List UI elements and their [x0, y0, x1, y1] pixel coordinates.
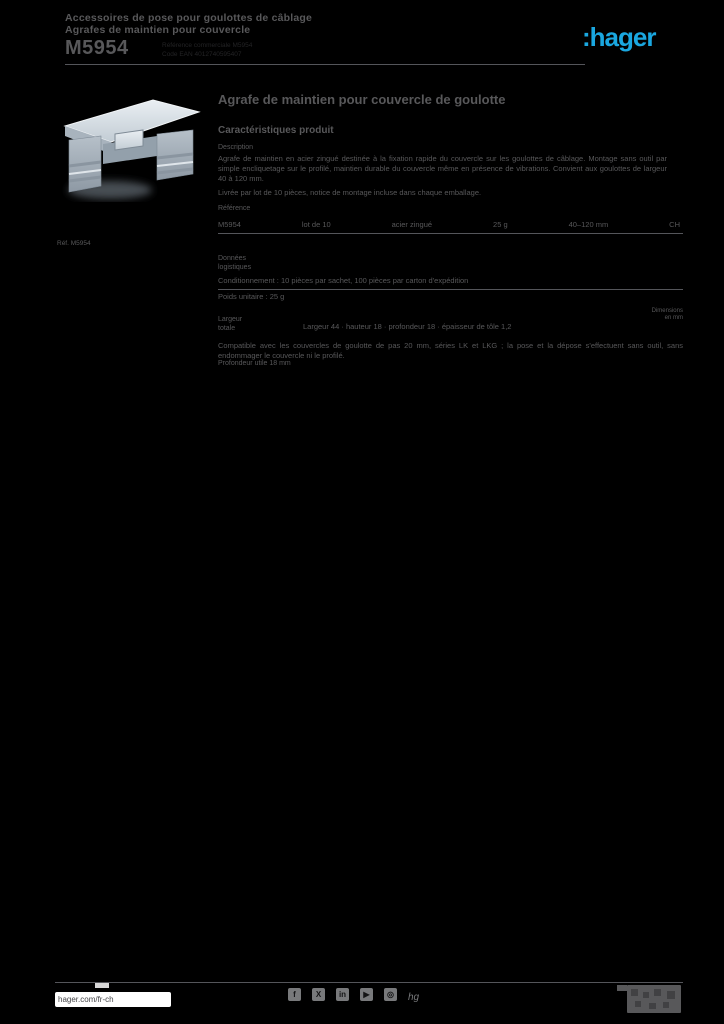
header-title-line1: Accessoires de pose pour goulottes de câ… — [65, 12, 313, 24]
instagram-icon[interactable]: ◎ — [384, 988, 397, 1001]
footer-rule — [55, 982, 683, 983]
qr-module — [643, 992, 649, 998]
reference-label: Référence — [218, 205, 251, 212]
qr-module — [631, 989, 638, 996]
hager-logo: :hager — [582, 22, 656, 52]
dimension-label-2: totale — [218, 325, 236, 332]
header-meta-line1: Référence commerciale M5954 — [162, 42, 253, 49]
header-meta-line2: Code EAN 4012740595407 — [162, 51, 242, 58]
product-photo-metal-clip — [63, 99, 201, 199]
value-item: CH — [669, 220, 680, 229]
logistics-label-2: logistiques — [218, 264, 252, 271]
section-divider — [218, 233, 683, 234]
logistics-row-1: Conditionnement : 10 pièces par sachet, … — [218, 276, 469, 285]
product-image-caption: Réf. M5954 — [57, 240, 91, 247]
header-reference: M5954 — [65, 37, 129, 59]
logistics-divider — [218, 289, 683, 290]
dimension-label-1: Largeur — [218, 316, 243, 323]
section-heading: Caractéristiques produit — [218, 125, 334, 136]
clip-center-tab — [114, 129, 144, 151]
description-label: Description — [218, 144, 254, 151]
dimension-row-2: Compatible avec les couvercles de goulot… — [218, 341, 683, 360]
page-title: Agrafe de maintien pour couvercle de gou… — [218, 92, 506, 107]
website-link[interactable]: hager.com/fr-ch — [55, 992, 171, 1007]
value-item: lot de 10 — [301, 220, 331, 229]
qr-module — [663, 1002, 669, 1008]
website-text: hager.com/fr-ch — [58, 995, 114, 1004]
value-item: acier zingué — [391, 220, 433, 229]
signature-mark: hg — [408, 992, 420, 1003]
linkedin-icon[interactable]: in — [336, 988, 349, 1001]
note-text: Livrée par lot de 10 pièces, notice de m… — [218, 188, 482, 197]
value-item: M5954 — [218, 220, 241, 229]
youtube-icon[interactable]: ▶ — [360, 988, 373, 1001]
x-twitter-icon[interactable]: X — [312, 988, 325, 1001]
value-item: 25 g — [493, 220, 508, 229]
value-item: 40–120 mm — [568, 220, 609, 229]
header-title-line2: Agrafes de maintien pour couvercle — [65, 24, 251, 36]
qr-notch — [617, 985, 627, 991]
units-note-line1: Dimensions — [651, 308, 683, 314]
qr-module — [654, 989, 661, 996]
qr-code — [627, 985, 681, 1013]
logistics-row-2: Poids unitaire : 25 g — [218, 292, 285, 301]
dimension-row-1: Largeur 44 · hauteur 18 · profondeur 18 … — [303, 322, 512, 331]
footer-tab — [95, 983, 109, 988]
qr-module — [667, 991, 675, 999]
dimension-row-3: Profondeur utile 18 mm — [218, 360, 291, 367]
units-note-line2: en mm — [664, 315, 683, 321]
qr-module — [635, 1001, 641, 1007]
qr-module — [649, 1003, 656, 1009]
header-rule — [65, 64, 585, 65]
social-icons-row: f X in ▶ ◎ hg — [288, 988, 420, 1003]
units-note: Dimensions en mm — [630, 308, 683, 322]
value-row: M5954 lot de 10 acier zingué 25 g 40–120… — [218, 220, 680, 229]
facebook-icon[interactable]: f — [288, 988, 301, 1001]
logistics-label-1: Données — [218, 255, 247, 262]
description-text: Agrafe de maintien en acier zingué desti… — [218, 154, 667, 183]
